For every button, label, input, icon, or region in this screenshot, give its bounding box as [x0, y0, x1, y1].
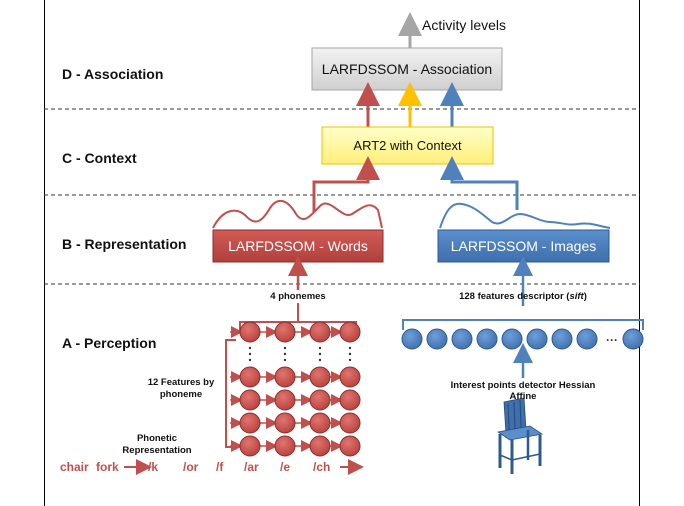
grid-node [274, 412, 296, 434]
grid-ellipsis-dot [318, 358, 322, 362]
layer-d-label: D - Association [62, 66, 164, 82]
grid-node [309, 412, 331, 434]
grid-node [339, 412, 361, 434]
features-bracket [225, 339, 236, 448]
grid-node [309, 389, 331, 411]
words-to-context-arrow [312, 156, 380, 212]
descriptor-node [622, 328, 644, 350]
descriptor-node [526, 328, 548, 350]
association-module: LARFDSSOM - Association [321, 61, 493, 77]
images-module: LARFDSSOM - Images [450, 238, 597, 254]
descriptor-node [576, 328, 598, 350]
grid-ellipsis-dot [348, 346, 352, 350]
phoneme-or: /or [183, 460, 199, 474]
descriptor-bracket [402, 319, 644, 330]
layer-b-label: B - Representation [62, 236, 187, 252]
words-module: LARFDSSOM - Words [228, 238, 368, 254]
context-box-shape [321, 126, 494, 165]
grid-node [309, 366, 331, 388]
grid-node [274, 389, 296, 411]
grid-node [239, 321, 261, 343]
grid-ellipsis-dot [248, 358, 252, 362]
phoneme-ar: /ar [244, 460, 259, 474]
grid-ellipsis-dot [348, 358, 352, 362]
grid-ellipsis-dot [348, 352, 352, 356]
grid-node [339, 321, 361, 343]
grid-node [309, 435, 331, 457]
descriptor-node [401, 328, 423, 350]
grid-node [274, 366, 296, 388]
grid-node [339, 389, 361, 411]
grid-ellipsis-dot [283, 352, 287, 356]
grid-node [309, 321, 331, 343]
descriptor-node-row [401, 328, 644, 350]
phonemes-label: 4 phonemes [270, 291, 326, 302]
descriptor-label-text: 128 features descriptor ( [459, 291, 570, 302]
words-activation-wave [212, 199, 383, 229]
phoneme-k: /k [148, 460, 159, 474]
images-to-context-arrow [440, 156, 519, 210]
word-chair: chair [60, 460, 89, 474]
grid-node [274, 321, 296, 343]
grid-node [339, 366, 361, 388]
phoneme-ch: /ch [313, 460, 331, 474]
grid-node [274, 435, 296, 457]
descriptor-node [451, 328, 473, 350]
grid-ellipsis-dot [283, 358, 287, 362]
descriptor-node [501, 328, 523, 350]
grid-node [239, 389, 261, 411]
phoneme-f: /f [216, 460, 224, 474]
features-by-phoneme-label: 12 Features by phoneme [147, 377, 215, 400]
grid-node [239, 366, 261, 388]
grid-ellipsis-dot [318, 352, 322, 356]
descriptor-node [476, 328, 498, 350]
layer-a-label: A - Perception [62, 335, 157, 351]
descriptor-label-close: ) [583, 291, 587, 302]
images-activation-wave [439, 202, 611, 229]
chair-icon [496, 397, 544, 474]
grid-node [339, 435, 361, 457]
phoneme-e: /e [280, 460, 291, 474]
descriptor-node [426, 328, 448, 350]
phoneme-feature-grid [230, 321, 361, 457]
descriptor-label-sift: sift [569, 291, 584, 302]
context-module: ART2 with Context [353, 138, 462, 153]
detector-label: Interest points detector Hessian Affine [450, 380, 596, 402]
grid-ellipsis-dot [248, 352, 252, 356]
descriptor-ellipsis: ··· [606, 333, 618, 347]
descriptor-label: 128 features descriptor (sift) [438, 291, 608, 302]
grid-ellipsis-dot [248, 346, 252, 350]
grid-node [239, 412, 261, 434]
phonetic-representation-label: Phonetic Representation [122, 433, 192, 456]
word-fork: fork [96, 460, 119, 474]
grid-ellipsis-dot [283, 346, 287, 350]
layer-c-label: C - Context [62, 150, 137, 166]
activity-levels-label: Activity levels [422, 17, 507, 33]
grid-ellipsis-dot [318, 346, 322, 350]
descriptor-node [551, 328, 573, 350]
grid-node [239, 435, 261, 457]
